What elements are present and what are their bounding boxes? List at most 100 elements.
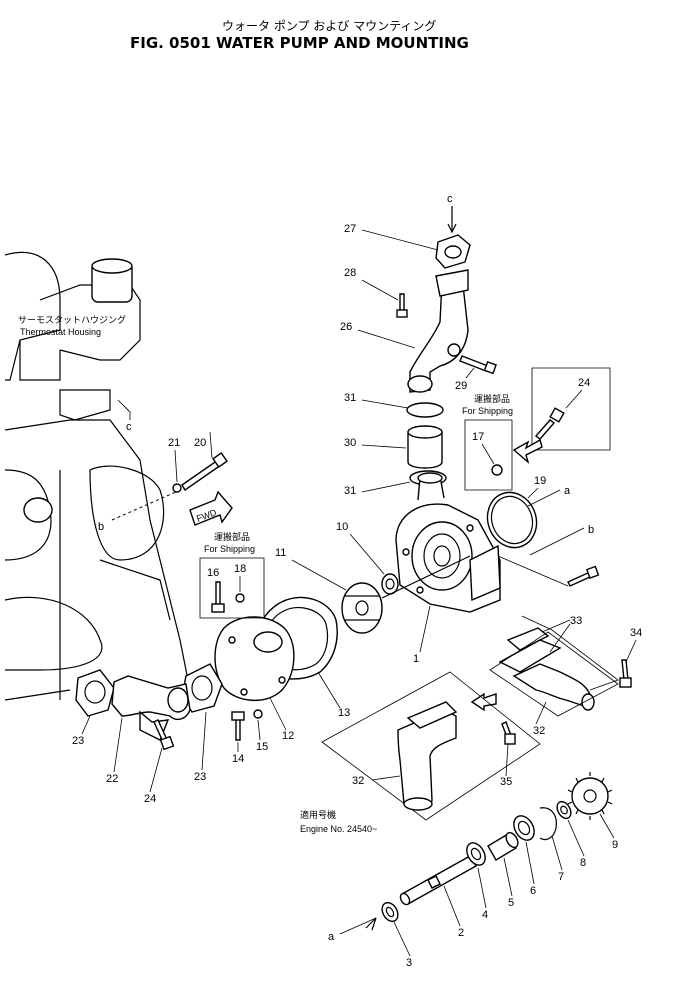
bolt-34 xyxy=(619,659,632,688)
bolt-16 xyxy=(211,581,225,613)
callout-23-left: 23 xyxy=(72,735,84,747)
bolt-35 xyxy=(501,721,516,745)
callout-12: 12 xyxy=(282,730,294,742)
callout-31-lower: 31 xyxy=(344,485,356,497)
gasket-23-left xyxy=(75,669,115,717)
callout-21: 21 xyxy=(168,437,180,449)
callout-34: 34 xyxy=(630,627,642,639)
callout-22: 22 xyxy=(106,773,118,785)
ref-b-right: b xyxy=(588,524,594,536)
callout-33: 33 xyxy=(570,615,582,627)
bearing-4 xyxy=(466,842,486,866)
washer-18 xyxy=(235,593,245,603)
callout-35: 35 xyxy=(500,776,512,788)
shipping-label-en-1: For Shipping xyxy=(462,406,513,416)
fwd-arrow-icon: FWD xyxy=(189,490,233,526)
shaft-2 xyxy=(399,855,477,906)
callout-2: 2 xyxy=(458,927,464,939)
callout-17: 17 xyxy=(472,431,484,443)
engine-label-jp: 適用号機 xyxy=(300,809,336,820)
bolt-24-lower xyxy=(153,719,175,751)
callout-15: 15 xyxy=(256,741,268,753)
hose-30 xyxy=(407,425,443,469)
ref-a-bottom: a xyxy=(328,931,335,943)
subtitle-jp: ウォータ ポンプ および マウンティング xyxy=(222,19,436,33)
bolt-29 xyxy=(459,355,497,375)
ref-c-left: c xyxy=(126,421,132,433)
callout-10: 10 xyxy=(336,521,348,533)
bolt-28 xyxy=(396,293,408,318)
washer-21 xyxy=(172,483,182,493)
seal-8 xyxy=(556,800,572,820)
callout-19: 19 xyxy=(534,475,546,487)
engine-box-32 xyxy=(321,671,541,821)
page-title: FIG. 0501 WATER PUMP AND MOUNTING xyxy=(130,34,469,52)
shipping-arrow-24 xyxy=(512,438,543,465)
seal-3 xyxy=(381,901,399,923)
thermostat-label-jp: サーモスタットハウジング xyxy=(18,314,126,325)
washer-15 xyxy=(253,709,263,719)
callout-1: 1 xyxy=(413,653,419,665)
gasket-33 xyxy=(498,627,562,673)
pump-body-1 xyxy=(395,472,501,613)
bolt-14 xyxy=(231,711,245,741)
callout-4: 4 xyxy=(482,909,488,921)
clamp-31-upper xyxy=(406,402,444,418)
o-ring-19 xyxy=(486,491,538,549)
elbow-22 xyxy=(111,675,191,741)
callout-23-right: 23 xyxy=(194,771,206,783)
bearing-6 xyxy=(513,815,535,841)
callout-6: 6 xyxy=(530,885,536,897)
thermostat-label-en: Thermostat Housing xyxy=(20,327,101,337)
callout-24-lower: 24 xyxy=(144,793,156,805)
engine-block xyxy=(4,251,191,701)
direction-arrow-icon xyxy=(470,692,497,712)
callout-32-lower: 32 xyxy=(352,775,364,787)
callout-26: 26 xyxy=(340,321,352,333)
leader-b-left xyxy=(111,487,186,521)
bolt-20 xyxy=(181,452,228,492)
ref-c-top: c xyxy=(447,193,453,205)
callout-27: 27 xyxy=(344,223,356,235)
callout-24-top: 24 xyxy=(578,377,590,389)
callout-31-upper: 31 xyxy=(344,392,356,404)
seal-10 xyxy=(381,573,399,595)
callout-28: 28 xyxy=(344,267,356,279)
callout-30: 30 xyxy=(344,437,356,449)
spacer-5 xyxy=(487,831,519,861)
shipping-label-jp-1: 運搬部品 xyxy=(474,393,510,404)
shipping-box-17 xyxy=(464,419,513,491)
shipping-box-24 xyxy=(531,367,611,451)
shipping-label-jp-2: 運搬部品 xyxy=(214,531,250,542)
elbow-pipe-26 xyxy=(407,269,469,393)
callout-7: 7 xyxy=(558,871,564,883)
gasket-27 xyxy=(435,234,471,269)
snap-ring-7 xyxy=(539,807,557,841)
callout-11: 11 xyxy=(275,547,286,559)
shipping-label-en-2: For Shipping xyxy=(204,544,255,554)
callout-8: 8 xyxy=(580,857,586,869)
gear-9 xyxy=(567,772,613,820)
impeller-11 xyxy=(341,582,383,634)
engine-label-en: Engine No. 24540~ xyxy=(300,824,377,834)
callout-9: 9 xyxy=(612,839,618,851)
callout-29: 29 xyxy=(455,380,467,392)
callout-5: 5 xyxy=(508,897,514,909)
box-32-right xyxy=(489,631,619,717)
callout-32-right: 32 xyxy=(533,725,545,737)
shipping-box-16 xyxy=(199,557,265,619)
callout-13: 13 xyxy=(338,707,350,719)
elbow-32-lower xyxy=(397,701,458,811)
ref-b-left: b xyxy=(98,521,104,533)
cover-12 xyxy=(214,616,295,702)
callout-16: 16 xyxy=(207,567,219,579)
bolt-24-top xyxy=(534,407,565,440)
nut-17 xyxy=(491,464,503,476)
leader-c-left xyxy=(117,399,131,420)
pump-bolt xyxy=(567,565,600,587)
callout-3: 3 xyxy=(406,957,412,969)
callout-14: 14 xyxy=(232,753,244,765)
callout-20: 20 xyxy=(194,437,206,449)
ref-a-right: a xyxy=(564,485,571,497)
